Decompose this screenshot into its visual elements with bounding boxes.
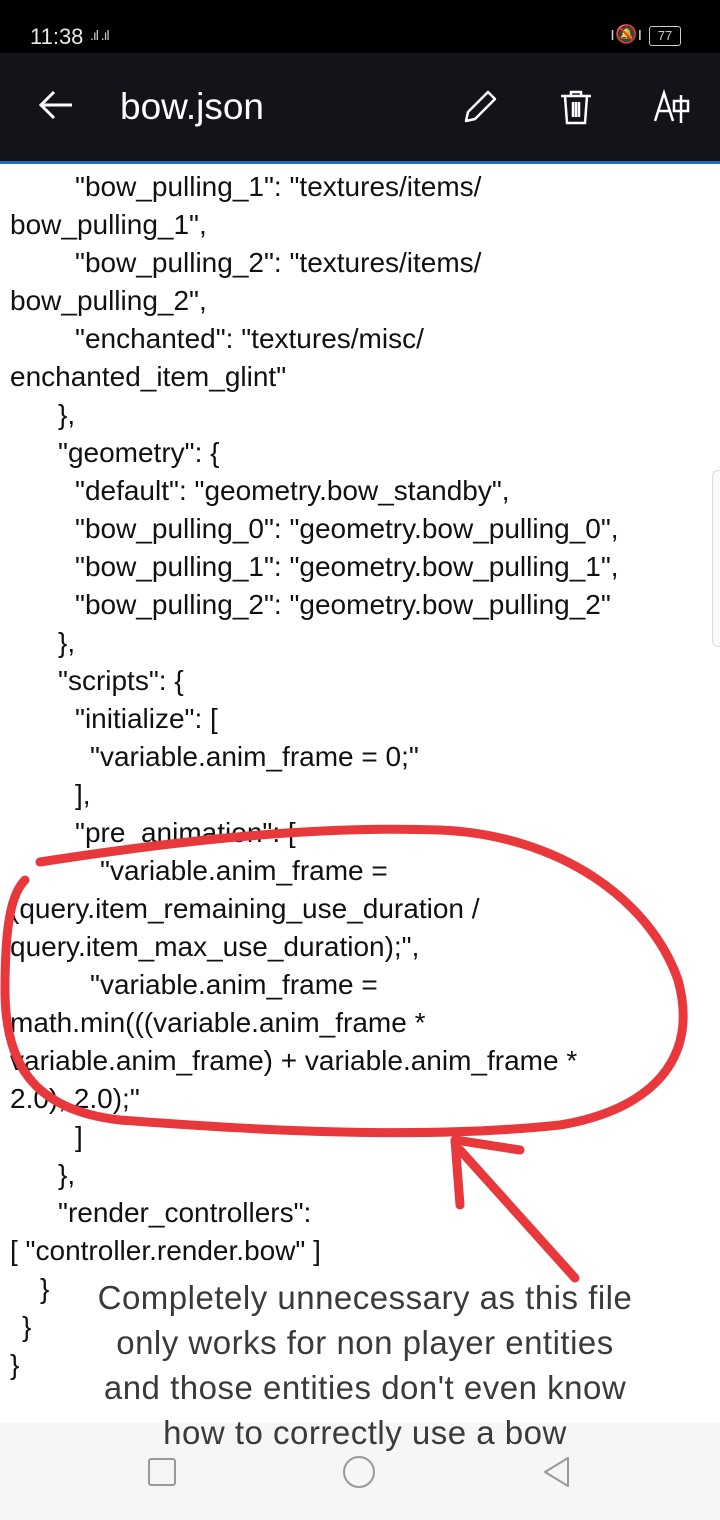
code-line: "bow_pulling_2": "textures/items/ (75, 247, 482, 278)
back-arrow-icon[interactable] (36, 85, 76, 125)
code-line: "enchanted": "textures/misc/ (75, 323, 424, 354)
code-line: "pre_animation": [ (75, 817, 296, 848)
vibrate-icon: ı🔕ı (610, 24, 643, 44)
edit-pencil-icon[interactable] (460, 87, 500, 127)
note-line: Completely unnecessary as this file (97, 1279, 633, 1316)
code-line: "bow_pulling_2": "geometry.bow_pulling_2… (75, 589, 611, 620)
code-line: }, (58, 399, 76, 430)
code-line: bow_pulling_1", (10, 209, 207, 240)
recents-square-icon[interactable] (145, 1455, 179, 1489)
code-line: "variable.anim_frame = (100, 855, 388, 886)
code-line: 2.0), 2.0);" (10, 1083, 140, 1114)
code-line: } (40, 1273, 50, 1304)
page-title: bow.json (120, 86, 264, 127)
code-line: }, (58, 627, 76, 658)
code-line: } (22, 1311, 32, 1342)
code-line: "scripts": { (58, 665, 184, 696)
note-line: only works for non player entities (116, 1324, 614, 1361)
code-line: ], (75, 779, 91, 810)
code-line: "bow_pulling_1": "textures/items/ (75, 171, 482, 202)
code-line: "variable.anim_frame = 0;" (90, 741, 419, 772)
code-line: "variable.anim_frame = (90, 969, 378, 1000)
code-line: ] (75, 1121, 83, 1152)
code-line: [ "controller.render.bow" ] (10, 1235, 321, 1266)
scrollbar[interactable] (712, 470, 720, 647)
code-line: variable.anim_frame) + variable.anim_fra… (10, 1045, 578, 1076)
status-bar: 11:38 .ıl .ıl ı🔕ı 77 (0, 0, 720, 53)
app-bar: bow.json (0, 53, 720, 164)
code-line: "geometry": { (58, 437, 220, 468)
note-line: how to correctly use a bow (163, 1414, 567, 1451)
signal-icon: .ıl .ıl (90, 27, 110, 43)
battery-icon: 77 (649, 26, 681, 46)
code-line: query.item_max_use_duration);", (10, 931, 420, 962)
status-time: 11:38 (30, 24, 84, 49)
code-line: "default": "geometry.bow_standby", (75, 475, 510, 506)
code-line: (query.item_remaining_use_duration / (10, 893, 480, 924)
annotation-note: Completely unnecessary as this file only… (40, 1275, 690, 1455)
code-line: } (10, 1349, 20, 1380)
code-line: math.min(((variable.anim_frame * (10, 1007, 426, 1038)
navigation-bar (0, 1423, 720, 1520)
code-line: bow_pulling_2", (10, 285, 207, 316)
note-line: and those entities don't even know (103, 1369, 627, 1406)
code-line: }, (58, 1159, 76, 1190)
code-line: "initialize": [ (75, 703, 218, 734)
back-triangle-icon[interactable] (540, 1455, 574, 1489)
code-line: "bow_pulling_1": "geometry.bow_pulling_1… (75, 551, 619, 582)
code-line: enchanted_item_glint" (10, 361, 287, 392)
code-line: "render_controllers": (58, 1197, 312, 1228)
text-format-icon[interactable] (652, 87, 692, 127)
red-arrow-annotation (450, 1135, 580, 1283)
code-line: "bow_pulling_0": "geometry.bow_pulling_0… (75, 513, 619, 544)
home-circle-icon[interactable] (342, 1455, 376, 1489)
delete-trash-icon[interactable] (556, 87, 596, 127)
